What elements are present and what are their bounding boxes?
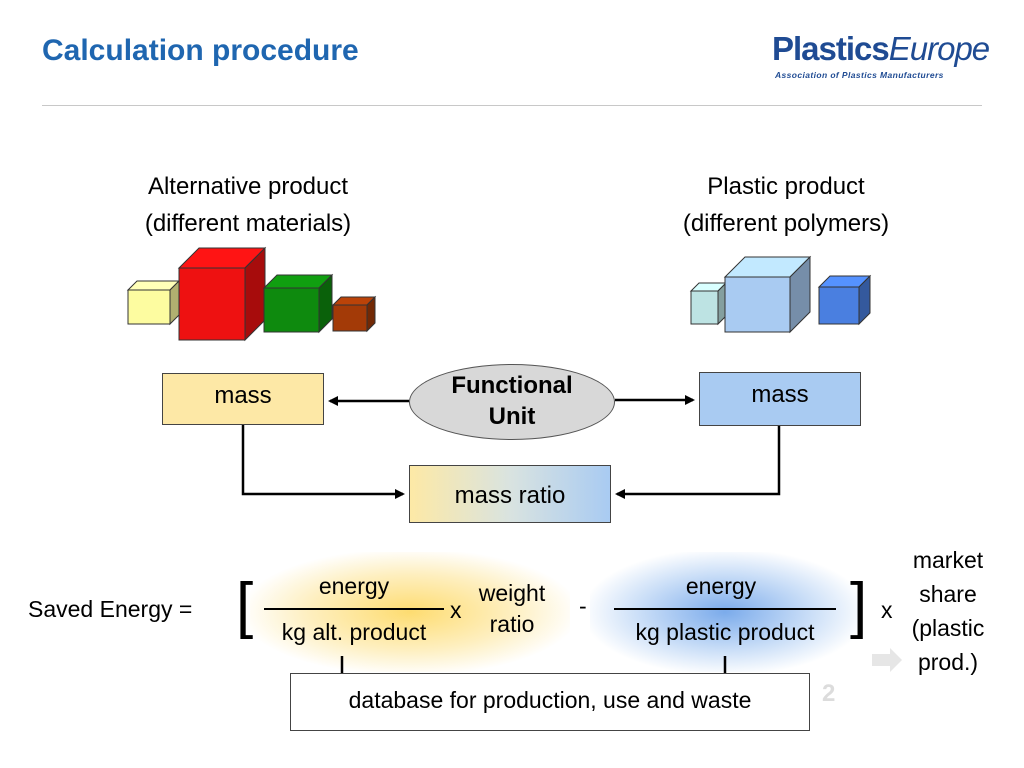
times-sign-2: x <box>881 597 893 623</box>
alternative-product-line-1: Alternative product <box>147 173 349 200</box>
alternative-material-cubes <box>126 246 377 342</box>
mass-alternative-label: mass <box>214 382 272 409</box>
mass-ratio-box: mass ratio <box>409 465 611 523</box>
weight-ratio-label: weight ratio <box>478 580 546 637</box>
functional-unit-ellipse: Functional Unit <box>409 364 615 440</box>
open-bracket: [ <box>236 571 254 640</box>
minus-sign: - <box>579 593 587 619</box>
alt-denominator: kg alt. product <box>281 619 427 645</box>
alternative-product-line-2: (different materials) <box>144 210 352 237</box>
alternative-product-label: Alternative product (different materials… <box>98 168 398 242</box>
plastic-denominator: kg plastic product <box>635 619 815 645</box>
plastic-fraction-bar <box>614 608 836 610</box>
plastic-glow <box>590 552 860 672</box>
saved-energy-label: Saved Energy = <box>28 596 193 622</box>
plastic-numerator: energy <box>685 573 757 599</box>
database-label: database for production, use and waste <box>348 687 752 713</box>
cube-green <box>262 273 334 334</box>
cube-brown <box>331 295 377 333</box>
functional-unit-line-1: Functional <box>451 372 573 399</box>
mass-alternative-box: mass <box>162 373 324 425</box>
plasticseurope-logo: PlasticsEurope Association of Plastics M… <box>772 30 990 85</box>
arrow-mass-alt-to-ratio <box>241 425 405 499</box>
close-bracket: ] <box>850 571 868 640</box>
alt-fraction-bar <box>264 608 444 610</box>
logo-name-bold: Plastics <box>772 30 890 67</box>
faint-arrow-icon <box>872 648 902 672</box>
times-sign-1: x <box>450 597 462 623</box>
plastic-product-label: Plastic product (different polymers) <box>636 168 936 242</box>
database-box: database for production, use and waste <box>290 673 810 731</box>
mass-plastic-box: mass <box>699 372 861 426</box>
alt-numerator: energy <box>318 573 390 599</box>
market-share-label: market share (plastic prod.) <box>911 547 985 675</box>
cube-blue <box>817 274 872 326</box>
plastic-product-line-2: (different polymers) <box>682 210 890 237</box>
logo-name-italic: Europe <box>888 30 990 67</box>
plastic-product-line-1: Plastic product <box>707 173 865 200</box>
title-divider <box>42 105 982 106</box>
cube-light-teal <box>689 281 728 326</box>
logo-tagline: Association of Plastics Manufacturers <box>775 70 944 80</box>
cube-yellow <box>126 279 181 326</box>
mass-ratio-label: mass ratio <box>454 482 566 509</box>
cube-red <box>177 246 267 342</box>
functional-unit-line-2: Unit <box>488 403 536 430</box>
plastic-polymer-cubes <box>689 255 872 334</box>
alternative-glow <box>250 552 570 672</box>
page-title: Calculation procedure <box>42 34 359 67</box>
arrow-mass-plastic-to-ratio <box>615 426 781 499</box>
mass-plastic-label: mass <box>751 381 809 408</box>
cube-light-blue <box>723 255 812 334</box>
logo-wordmark: PlasticsEurope <box>772 30 990 68</box>
faint-slide-number: 2 <box>822 680 836 707</box>
